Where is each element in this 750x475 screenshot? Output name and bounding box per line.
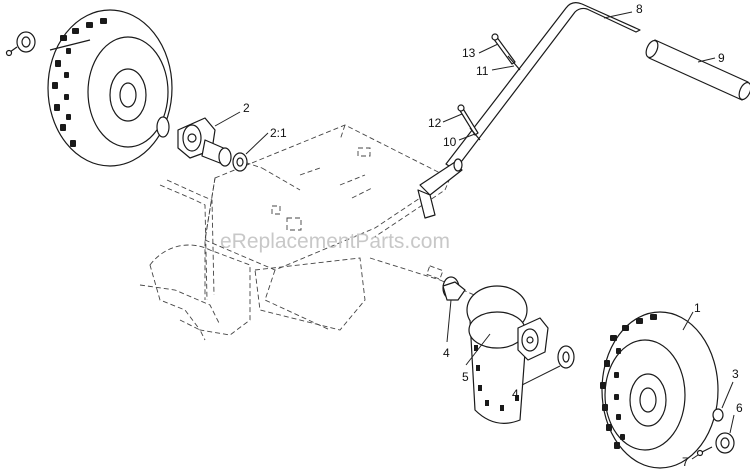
left-wheel-nut-and-bolt	[5, 31, 36, 57]
callout-7: 7	[682, 455, 689, 469]
callout-2-1: 2:1	[270, 126, 287, 140]
callout-4-spacer-right: 4	[512, 387, 519, 401]
callout-labels: 2 2:1 1 3 6 7 4 4 5 8 9 10 11 12 13	[243, 2, 743, 469]
right-wheel-nut-6	[715, 432, 735, 454]
callout-9: 9	[718, 51, 725, 65]
callout-13: 13	[462, 46, 476, 60]
callout-3: 3	[732, 367, 739, 381]
right-wheel-tire-1	[600, 311, 719, 469]
wheel-guard-5	[466, 285, 528, 424]
leader-lines	[214, 11, 735, 460]
left-bearing-2-1	[232, 152, 248, 172]
left-hub-2	[156, 116, 232, 167]
right-wheel-bolt-7	[696, 446, 713, 457]
callout-12: 12	[428, 116, 442, 130]
spacer-4a	[442, 276, 466, 301]
spacer-4b	[557, 345, 575, 369]
bolt-and-clip-13-11	[491, 33, 521, 71]
callout-11: 11	[476, 64, 489, 78]
right-hub	[517, 317, 549, 361]
watermark-text: eReplacementParts.com	[220, 230, 450, 253]
callout-6: 6	[736, 401, 743, 415]
handle-tube	[417, 2, 641, 219]
callout-10: 10	[443, 135, 457, 149]
callout-5: 5	[462, 370, 469, 384]
callout-8: 8	[636, 2, 643, 16]
handle-grip	[645, 39, 750, 101]
callout-2: 2	[243, 101, 250, 115]
bolt-and-clip-12-10	[457, 104, 481, 141]
left-wheel-tire	[47, 9, 173, 167]
right-wheel-bearing-3	[712, 408, 724, 422]
callout-4-spacer-left: 4	[443, 346, 450, 360]
callout-1: 1	[694, 301, 701, 315]
